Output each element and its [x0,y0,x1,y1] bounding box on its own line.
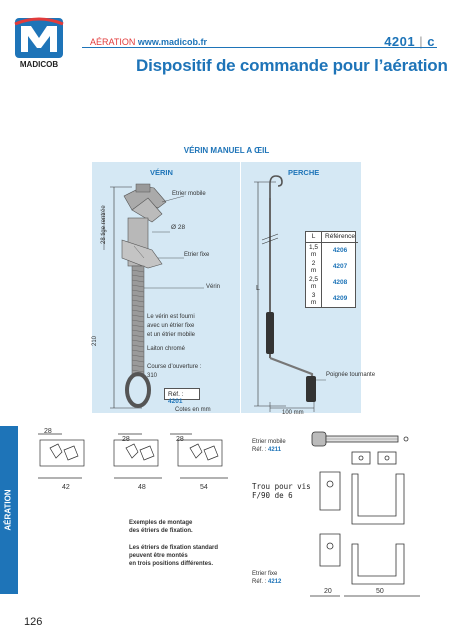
verin-heading: VÉRIN [150,168,173,177]
verin-description: Le vérin est fourni avec un étrier fixe … [147,314,196,338]
bracket-dim-a: 20 [324,588,332,595]
etrier-fixe-ref: Etrier fixe Réf. : 4212 [252,571,282,585]
brand-name: MADICOB [19,60,59,69]
tige-rentree-label: 28 tige rentrée [101,205,107,244]
diameter-label: Ø 28 [171,224,186,231]
verin-ref-number: 4201 [168,398,183,405]
dim-top-3: 28 [176,436,184,443]
mounting-note-1: Exemples de montage des étriers de fixat… [129,520,193,534]
panel-divider [240,162,241,413]
perche-length-label: L [256,285,260,292]
perche-drawing [254,175,326,412]
verin-label: Vérin [206,284,221,290]
course-label: Course d’ouverture : 310 [147,364,202,379]
table-row: 1,5 m 4206 [306,242,358,259]
madicob-logo: MADICOB [11,16,67,72]
table-header-ref: Référence [325,233,356,241]
dim-bottom-2: 48 [138,484,146,491]
table-header-length: L [306,232,323,242]
table-row: 3 m 4209 [306,290,358,307]
etrier-mobile-label: Etrier mobile [172,191,206,197]
height-dimension: 210 [92,335,98,346]
material-label: Laiton chromé [147,346,186,352]
side-tab-label: AÉRATION [3,489,13,531]
etrier-fixe-label: Etrier fixe [184,252,210,258]
width-dimension: 100 mm [282,410,304,416]
perche-heading: PERCHE [288,168,320,177]
header-subtitle: AÉRATION www.madicob.fr [90,37,207,47]
header-rule [82,47,437,48]
mounting-examples-drawing [38,433,228,479]
perche-ref-table: L Référence 1,5 m 4206 2 m 4207 2,5 m 42… [305,231,359,308]
header-category: AÉRATION [90,37,136,47]
mounting-note-2: Les étriers de fixation standard peuvent… [129,545,219,567]
product-code-suffix: c [427,34,435,49]
table-row: 2 m 4207 [306,258,358,275]
handle-label: Poignée tournante [326,372,376,378]
dim-bottom-3: 54 [200,484,208,491]
bracket-drawings [310,431,420,597]
section-title: VÉRIN MANUEL A ŒIL [183,146,270,155]
side-tab [0,426,18,594]
verin-ref-box: Réf. : 4201 [164,388,200,405]
page-number: 126 [24,616,43,628]
page-title: Dispositif de commande pour l’aération [136,56,448,75]
etrier-mobile-ref: Etrier mobile Réf. : 4211 [252,439,286,453]
dim-top-2: 28 [122,436,130,443]
verin-drawing [103,183,204,409]
product-code-number: 4201 [384,34,416,49]
dim-bottom-1: 42 [62,484,70,491]
header-website[interactable]: www.madicob.fr [137,37,208,47]
units-note: Cotes en mm [175,407,211,413]
product-code: 4201 | c [384,34,435,49]
bracket-dim-b: 50 [376,588,384,595]
trou-note: Trou pour vis F/90 de 6 [252,482,311,500]
table-row: 2,5 m 4208 [306,274,358,291]
dim-top-1: 28 [44,428,52,435]
